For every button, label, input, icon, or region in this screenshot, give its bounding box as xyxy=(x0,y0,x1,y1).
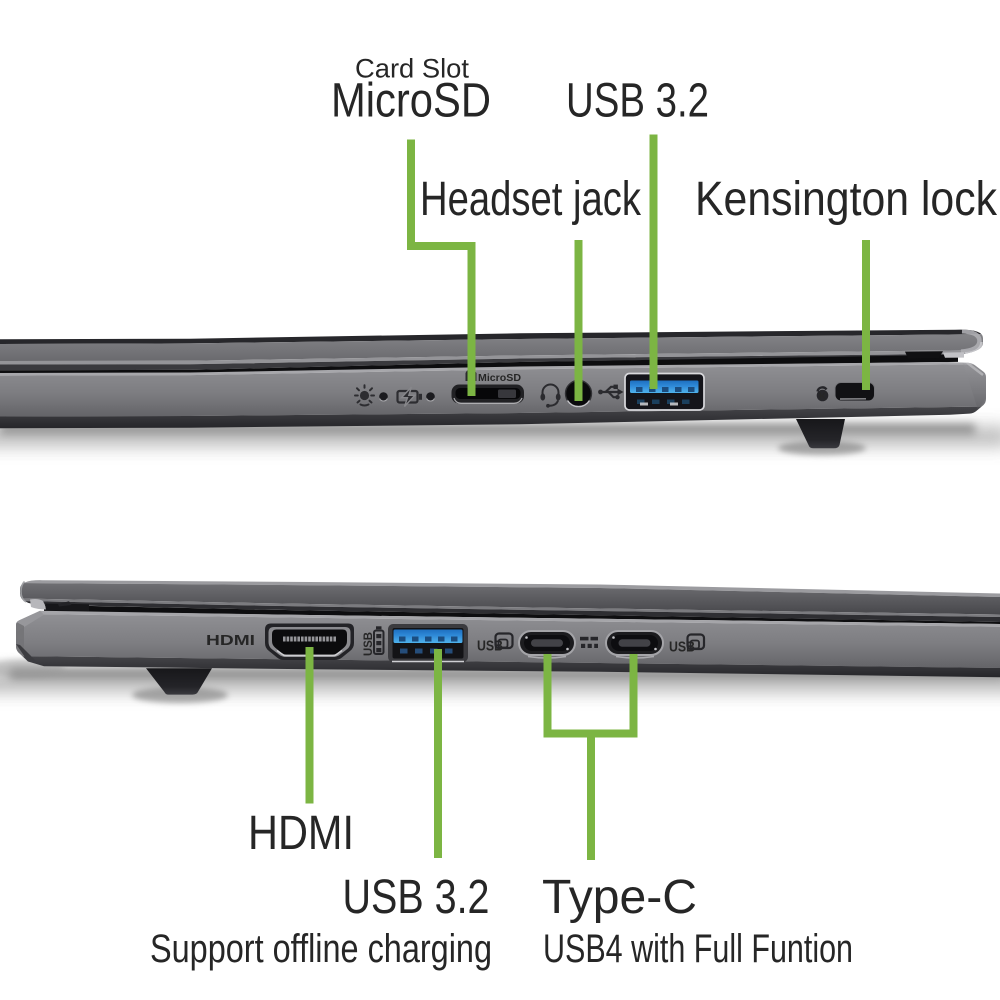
svg-text:MicroSD: MicroSD xyxy=(478,372,521,384)
svg-text:USB: USB xyxy=(669,639,695,656)
svg-text:HDMI: HDMI xyxy=(206,633,255,649)
svg-text:USB: USB xyxy=(363,632,375,656)
svg-text:USB4 with Full Funtion: USB4 with Full Funtion xyxy=(543,927,853,971)
svg-text:Support offline charging: Support offline charging xyxy=(150,927,492,971)
svg-text:Card Slot: Card Slot xyxy=(355,54,469,84)
svg-text:MicroSD: MicroSD xyxy=(331,75,491,128)
svg-text:USB 3.2: USB 3.2 xyxy=(343,871,490,924)
svg-text:Headset jack: Headset jack xyxy=(420,173,642,226)
svg-text:K: K xyxy=(819,391,827,402)
svg-text:USB 3.2: USB 3.2 xyxy=(566,75,709,128)
svg-text:USB: USB xyxy=(477,638,503,655)
svg-text:Type-C: Type-C xyxy=(542,871,697,924)
svg-text:HDMI: HDMI xyxy=(248,807,354,860)
svg-text:Kensington lock: Kensington lock xyxy=(695,173,998,226)
